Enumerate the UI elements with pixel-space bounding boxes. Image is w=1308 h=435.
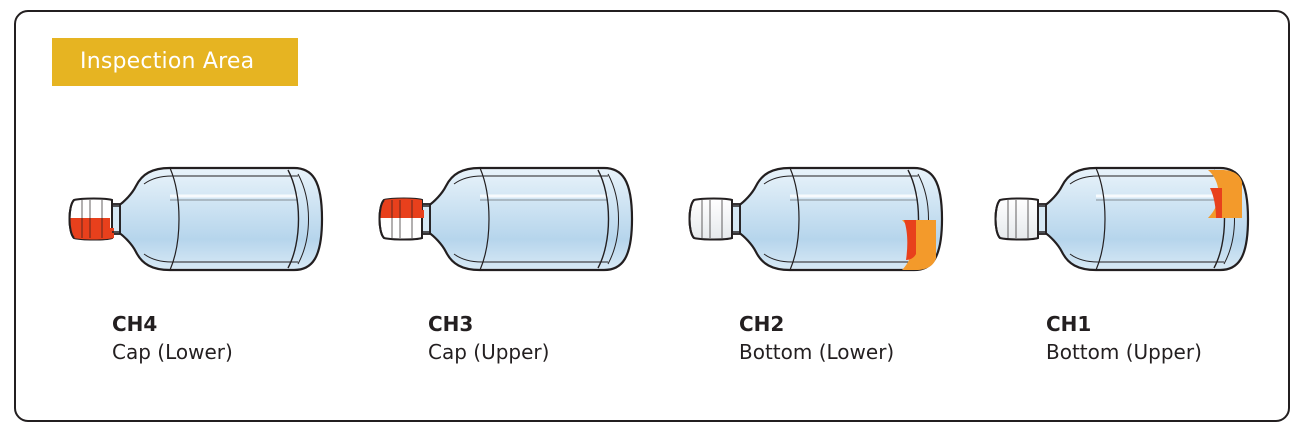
label-ch4: CH4 Cap (Lower) <box>112 310 233 366</box>
label-ch2: CH2 Bottom (Lower) <box>739 310 894 366</box>
channel-area: Bottom (Upper) <box>1046 340 1202 364</box>
bottle-ch1 <box>988 166 1258 272</box>
channel-area: Cap (Lower) <box>112 340 233 364</box>
bottle-ch2 <box>682 166 952 272</box>
bottle-ch3 <box>372 166 642 272</box>
channel-area: Cap (Upper) <box>428 340 550 364</box>
channel-id: CH2 <box>739 312 785 336</box>
inspection-area-badge: Inspection Area <box>52 38 298 86</box>
label-ch1: CH1 Bottom (Upper) <box>1046 310 1202 366</box>
label-ch3: CH3 Cap (Upper) <box>428 310 549 366</box>
highlight-cap-upper <box>380 198 424 218</box>
channel-id: CH3 <box>428 312 474 336</box>
channel-id: CH1 <box>1046 312 1092 336</box>
channel-id: CH4 <box>112 312 158 336</box>
channel-area: Bottom (Lower) <box>739 340 895 364</box>
bottle-ch4 <box>62 166 332 272</box>
highlight-cap-lower <box>70 218 114 240</box>
